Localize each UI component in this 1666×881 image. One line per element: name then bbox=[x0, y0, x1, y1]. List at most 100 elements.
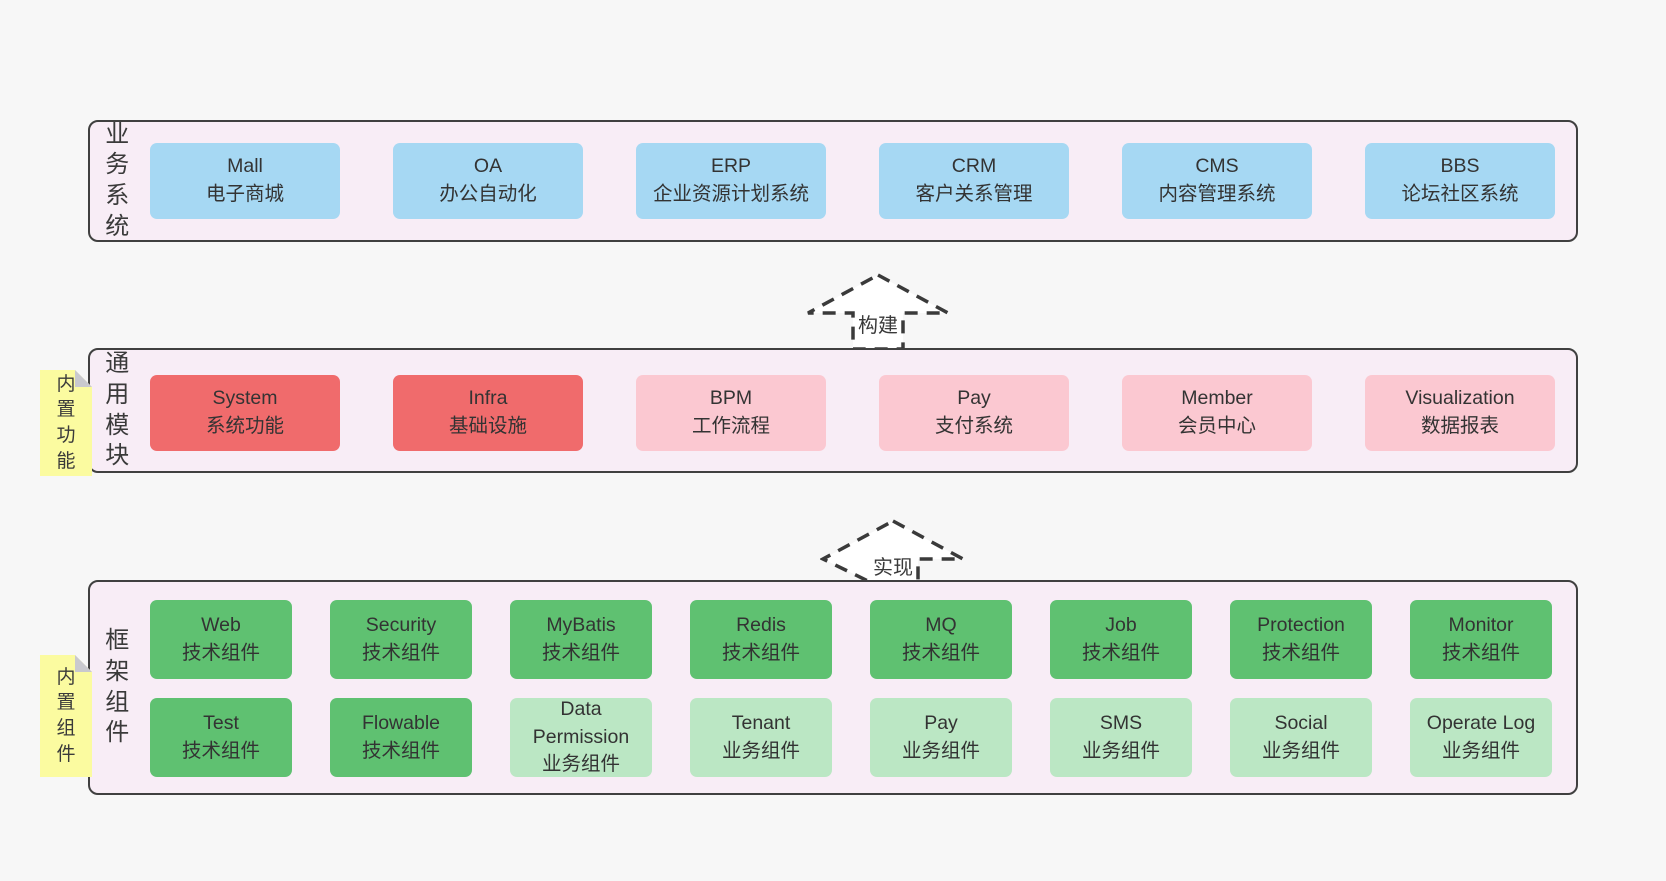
box-visualization-zh: 数据报表 bbox=[1420, 415, 1499, 437]
box-mq: MQ 技术组件 bbox=[870, 600, 1012, 679]
box-mq-zh: 技术组件 bbox=[901, 641, 980, 664]
box-cms: CMS 内容管理系统 bbox=[1122, 143, 1312, 219]
components-row-1: Web 技术组件 Security 技术组件 MyBatis 技术组件 Redi… bbox=[150, 600, 1552, 679]
box-tenant: Tenant 业务组件 bbox=[690, 698, 832, 777]
sticky-note-builtin-components-text: 内置组件 bbox=[56, 666, 76, 765]
box-flowable-zh: 技术组件 bbox=[361, 739, 440, 762]
build-arrow-label: 构建 bbox=[855, 309, 901, 338]
box-sms: SMS 业务组件 bbox=[1050, 698, 1192, 777]
box-sms-en: SMS bbox=[1099, 711, 1143, 734]
box-mall-zh: 电子商城 bbox=[205, 183, 284, 205]
box-crm-zh: 客户关系管理 bbox=[915, 183, 1033, 205]
box-bbs: BBS 论坛社区系统 bbox=[1365, 143, 1555, 219]
box-member: Member 会员中心 bbox=[1122, 375, 1312, 451]
box-crm: CRM 客户关系管理 bbox=[879, 143, 1069, 219]
box-oa: OA 办公自动化 bbox=[393, 143, 583, 219]
box-social: Social 业务组件 bbox=[1230, 698, 1372, 777]
box-monitor: Monitor 技术组件 bbox=[1410, 600, 1552, 679]
box-sms-zh: 业务组件 bbox=[1081, 739, 1160, 762]
box-monitor-zh: 技术组件 bbox=[1441, 641, 1520, 664]
box-data-permission-en: Data Permission bbox=[532, 697, 630, 748]
box-crm-en: CRM bbox=[951, 155, 997, 178]
box-security-en: Security bbox=[365, 613, 437, 636]
box-test-en: Test bbox=[203, 711, 239, 734]
box-mybatis-en: MyBatis bbox=[546, 613, 616, 636]
box-tenant-zh: 业务组件 bbox=[721, 739, 800, 762]
box-system-zh: 系统功能 bbox=[205, 415, 284, 437]
components-row-2: Test 技术组件 Flowable 技术组件 Data Permission … bbox=[150, 698, 1552, 777]
sticky-note-paper bbox=[40, 655, 92, 777]
implement-arrow: 实现 bbox=[820, 518, 966, 582]
box-pay-component: Pay 业务组件 bbox=[870, 698, 1012, 777]
box-flowable-en: Flowable bbox=[361, 711, 441, 734]
box-social-zh: 业务组件 bbox=[1261, 739, 1340, 762]
box-pay-module-en: Pay bbox=[957, 387, 991, 410]
band-business-label: 业务系统 bbox=[105, 120, 130, 240]
box-pay-module-zh: 支付系统 bbox=[934, 415, 1013, 437]
box-member-en: Member bbox=[1181, 387, 1253, 410]
box-protection-en: Protection bbox=[1257, 613, 1345, 636]
box-redis-en: Redis bbox=[736, 613, 786, 636]
box-redis: Redis 技术组件 bbox=[690, 600, 832, 679]
box-protection: Protection 技术组件 bbox=[1230, 600, 1372, 679]
box-visualization-en: Visualization bbox=[1405, 387, 1515, 410]
box-mall-en: Mall bbox=[227, 155, 263, 178]
box-pay-module: Pay 支付系统 bbox=[879, 375, 1069, 451]
sticky-note-builtin-features-text: 内置功能 bbox=[56, 373, 76, 472]
business-boxes-row: Mall 电子商城 OA 办公自动化 ERP 企业资源计划系统 CRM 客户关系… bbox=[150, 143, 1555, 219]
box-oa-en: OA bbox=[473, 155, 503, 178]
band-common-modules: 通用模块 System 系统功能 Infra 基础设施 BPM 工作流程 Pay… bbox=[88, 348, 1578, 473]
box-mybatis-zh: 技术组件 bbox=[541, 641, 620, 664]
box-infra: Infra 基础设施 bbox=[393, 375, 583, 451]
modules-boxes-row: System 系统功能 Infra 基础设施 BPM 工作流程 Pay 支付系统… bbox=[150, 375, 1555, 451]
box-member-zh: 会员中心 bbox=[1177, 415, 1256, 437]
box-bpm: BPM 工作流程 bbox=[636, 375, 826, 451]
box-web-en: Web bbox=[201, 613, 241, 636]
box-redis-zh: 技术组件 bbox=[721, 641, 800, 664]
box-protection-zh: 技术组件 bbox=[1261, 641, 1340, 664]
box-job-en: Job bbox=[1105, 613, 1137, 636]
box-operate-log-en: Operate Log bbox=[1426, 711, 1536, 734]
box-erp: ERP 企业资源计划系统 bbox=[636, 143, 826, 219]
box-data-permission: Data Permission 业务组件 bbox=[510, 698, 652, 777]
box-test: Test 技术组件 bbox=[150, 698, 292, 777]
sticky-note-builtin-features: 内置功能 bbox=[40, 370, 92, 476]
box-test-zh: 技术组件 bbox=[181, 739, 260, 762]
band-business-systems: 业务系统 Mall 电子商城 OA 办公自动化 ERP 企业资源计划系统 CRM… bbox=[88, 120, 1578, 242]
box-system: System 系统功能 bbox=[150, 375, 340, 451]
box-bpm-zh: 工作流程 bbox=[691, 415, 770, 437]
sticky-note-paper bbox=[40, 370, 92, 476]
box-security-zh: 技术组件 bbox=[361, 641, 440, 664]
box-bbs-en: BBS bbox=[1440, 155, 1480, 178]
box-erp-zh: 企业资源计划系统 bbox=[652, 183, 809, 205]
band-components-label: 框架组件 bbox=[105, 627, 130, 747]
box-data-permission-zh: 业务组件 bbox=[541, 753, 620, 776]
box-monitor-en: Monitor bbox=[1448, 613, 1514, 636]
box-cms-en: CMS bbox=[1195, 155, 1239, 178]
sticky-note-builtin-components: 内置组件 bbox=[40, 655, 92, 777]
band-framework-components: 框架组件 Web 技术组件 Security 技术组件 MyBatis 技术组件… bbox=[88, 580, 1578, 795]
box-social-en: Social bbox=[1274, 711, 1328, 734]
box-mybatis: MyBatis 技术组件 bbox=[510, 600, 652, 679]
box-web-zh: 技术组件 bbox=[181, 641, 260, 664]
box-visualization: Visualization 数据报表 bbox=[1365, 375, 1555, 451]
box-erp-en: ERP bbox=[710, 155, 752, 178]
box-mall: Mall 电子商城 bbox=[150, 143, 340, 219]
build-arrow: 构建 bbox=[805, 272, 951, 350]
box-job: Job 技术组件 bbox=[1050, 600, 1192, 679]
box-operate-log: Operate Log 业务组件 bbox=[1410, 698, 1552, 777]
box-system-en: System bbox=[212, 387, 278, 410]
box-pay-component-zh: 业务组件 bbox=[901, 739, 980, 762]
box-bbs-zh: 论坛社区系统 bbox=[1401, 183, 1519, 205]
box-tenant-en: Tenant bbox=[731, 711, 791, 734]
box-mq-en: MQ bbox=[925, 613, 957, 636]
box-pay-component-en: Pay bbox=[924, 711, 958, 734]
box-bpm-en: BPM bbox=[709, 387, 753, 410]
box-job-zh: 技术组件 bbox=[1081, 641, 1160, 664]
box-infra-zh: 基础设施 bbox=[448, 415, 527, 437]
box-security: Security 技术组件 bbox=[330, 600, 472, 679]
box-infra-en: Infra bbox=[468, 387, 508, 410]
implement-arrow-label: 实现 bbox=[870, 551, 916, 580]
box-operate-log-zh: 业务组件 bbox=[1441, 739, 1520, 762]
